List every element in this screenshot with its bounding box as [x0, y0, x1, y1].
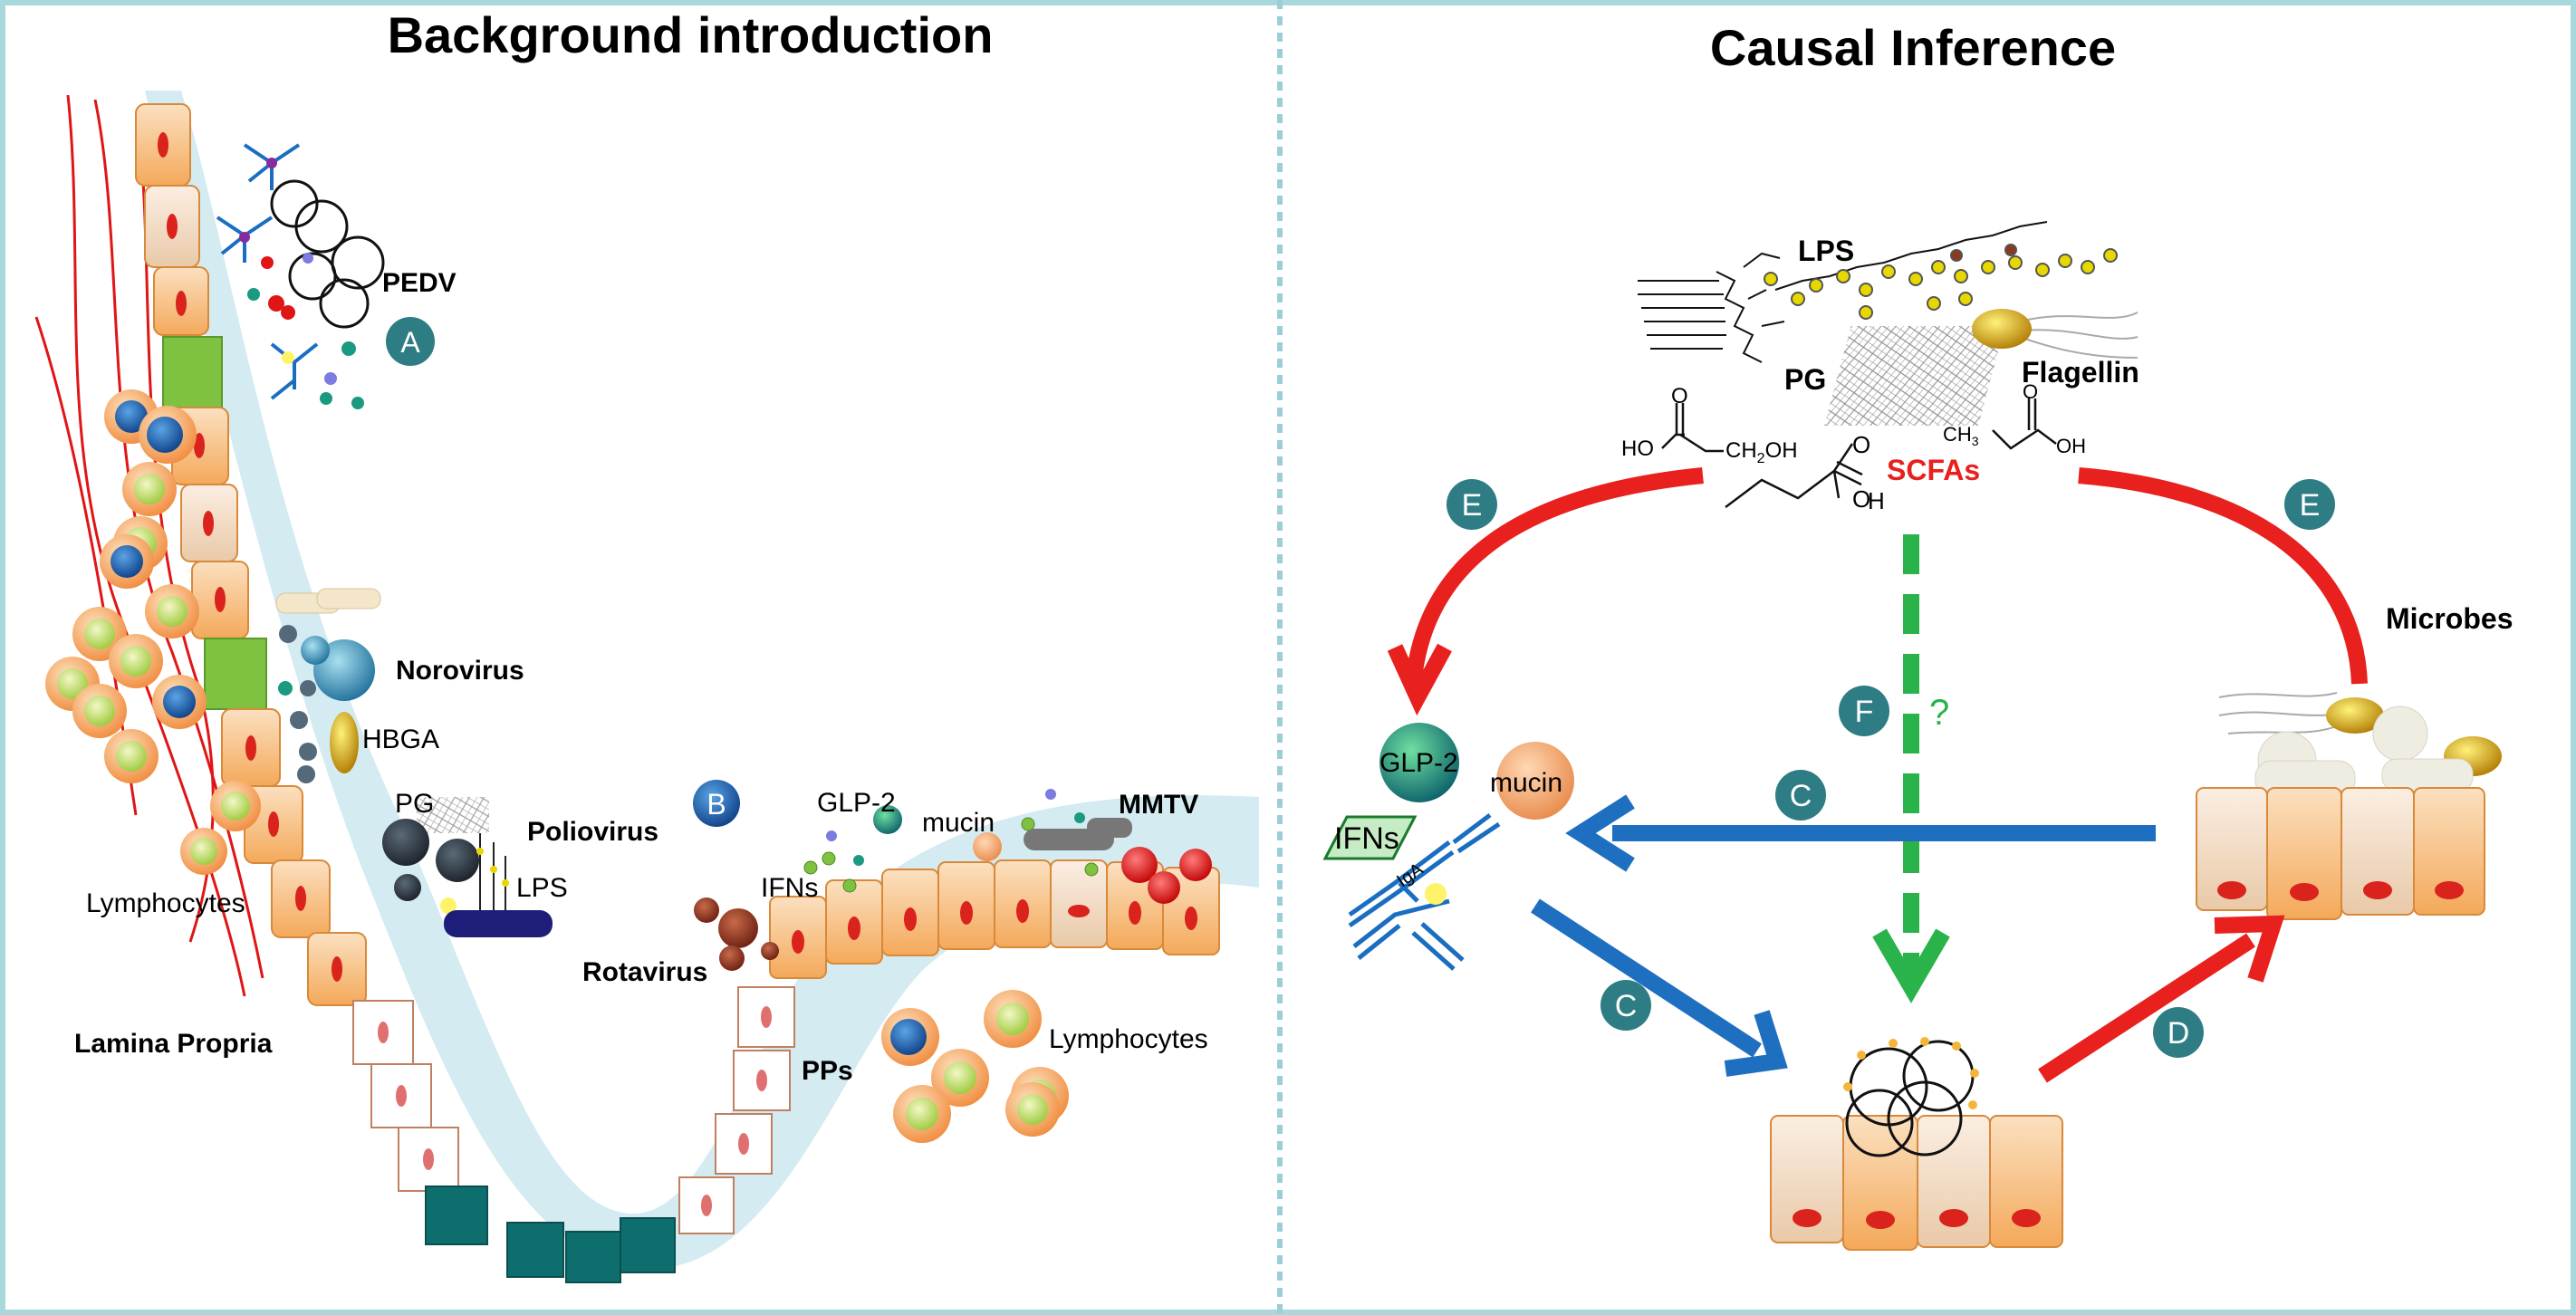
- glp2-ball: [1379, 723, 1459, 802]
- label-scfas: SCFAs: [1887, 454, 1980, 486]
- label-o-butyric-2: O: [1852, 485, 1870, 513]
- epithelium-right-nuclei: [792, 899, 1197, 954]
- label-lps-right: LPS: [1798, 235, 1854, 267]
- label-o-top: O: [1671, 384, 1688, 408]
- lymphocytes-right-cluster: [881, 990, 1069, 1143]
- label-pg-left: PG: [395, 789, 434, 819]
- label-pps: PPs: [802, 1056, 853, 1086]
- marker-c-bottom: [1600, 980, 1651, 1031]
- label-flagellin: Flagellin: [2022, 356, 2139, 389]
- glycolic-acid-structure: [1661, 403, 1724, 453]
- label-lymphocytes-left: Lymphocytes: [86, 888, 245, 918]
- microbes-epithelium: [2196, 787, 2485, 920]
- label-ifns-left: IFNs: [761, 873, 818, 903]
- norovirus-group: [275, 588, 381, 783]
- infected-epithelium: [1770, 1115, 2063, 1251]
- marker-f-label: F: [1855, 695, 1874, 729]
- label-glp2-right: GLP-2: [1379, 748, 1458, 778]
- arrow-d: [2038, 933, 2255, 1083]
- marker-b: [693, 780, 740, 827]
- arrow-c-top-head: [1565, 794, 1635, 872]
- marker-a-label: A: [400, 326, 420, 359]
- rotavirus-group: [694, 897, 779, 971]
- label-poliovirus: Poliovirus: [527, 817, 658, 847]
- butyric-acid-structure: [1725, 443, 1863, 508]
- microbes-cluster: [2218, 692, 2502, 798]
- label-glp2-left: GLP-2: [817, 788, 896, 818]
- iga-joint: [1425, 883, 1447, 905]
- mucin-ball: [1496, 742, 1574, 820]
- ch2oh-tail: OH: [1765, 438, 1798, 463]
- label-microbes: Microbes: [2386, 602, 2513, 635]
- arrow-e-left-head: [1387, 643, 1452, 716]
- left-panel-title: Background introduction: [388, 6, 994, 63]
- marker-f: [1839, 686, 1889, 736]
- label-oh: OH: [2056, 435, 2086, 457]
- label-lamina-propria: Lamina Propria: [74, 1029, 273, 1059]
- infected-epithelium-nuclei: [1793, 1209, 2041, 1229]
- label-o-propionic: O: [2023, 380, 2038, 403]
- mucus-layer: [145, 91, 1259, 1270]
- ifns-box: [1322, 815, 1418, 860]
- marker-c-top: [1775, 770, 1826, 821]
- label-lymphocytes-right: Lymphocytes: [1049, 1024, 1208, 1054]
- arrow-f-head: [1872, 928, 1950, 1003]
- marker-e-right: [2284, 479, 2335, 530]
- epithelium-left-nuclei: [158, 132, 772, 1216]
- label-pg-right: PG: [1784, 363, 1826, 396]
- label-mucin-left: mucin: [922, 808, 995, 838]
- label-lps-left: LPS: [516, 873, 568, 903]
- arrow-c-bottom: [1531, 898, 1762, 1058]
- ch3-sub: 3: [1972, 434, 1979, 448]
- marker-c-bottom-label: C: [1615, 989, 1638, 1023]
- ch2oh-ch: CH: [1725, 438, 1757, 463]
- label-norovirus: Norovirus: [396, 656, 524, 686]
- iga-antibody: [1348, 813, 1501, 971]
- virus-spikes: [1843, 1037, 1979, 1109]
- label-ch2oh: CH2OH: [1725, 438, 1798, 466]
- marker-e-left-label: E: [1462, 488, 1483, 523]
- marker-d-label: D: [2167, 1016, 2190, 1051]
- label-pedv: PEDV: [382, 268, 457, 298]
- microbes-epithelium-nuclei: [2217, 881, 2464, 901]
- propionic-acid-structure: [1992, 398, 2057, 450]
- marker-b-label: B: [706, 788, 726, 821]
- poliovirus-group: [382, 797, 553, 937]
- arrow-e-left: [1405, 467, 1704, 689]
- label-mucin-right: mucin: [1490, 768, 1562, 798]
- marker-e-right-label: E: [2300, 488, 2321, 523]
- right-panel: Causal Inference LPS PG Flagellin: [1322, 19, 2513, 1251]
- ch2oh-sub: 2: [1757, 451, 1765, 466]
- left-panel: Background introduction: [34, 6, 1259, 1283]
- pg-mesh: [1824, 326, 2005, 426]
- label-hbga: HBGA: [362, 725, 439, 754]
- arrow-d-head: [2214, 915, 2285, 983]
- label-rotavirus: Rotavirus: [582, 957, 707, 987]
- label-ifns-right: IFNs: [1334, 821, 1399, 856]
- glp2-mucin-group: [803, 789, 1132, 893]
- marker-a: [386, 317, 435, 366]
- marker-c-top-label: C: [1790, 779, 1812, 813]
- right-panel-title: Causal Inference: [1710, 19, 2116, 76]
- mmtv-particles: [1121, 847, 1212, 904]
- marker-e-left: [1447, 479, 1497, 530]
- label-ho: HO: [1621, 437, 1654, 461]
- lps-molecule: [1638, 221, 2048, 363]
- lymphocytes-left-cluster: [45, 389, 261, 875]
- flagellin-bacterium: [1972, 309, 2139, 359]
- arrow-c-bottom-head: [1724, 1010, 1788, 1077]
- label-ch3: CH3: [1943, 423, 1979, 448]
- ch3-ch: CH: [1943, 423, 1972, 446]
- pedv-virus-group: [216, 143, 385, 409]
- marker-d: [2153, 1007, 2204, 1058]
- label-o-butyric: O: [1852, 431, 1870, 458]
- label-mmtv: MMTV: [1119, 790, 1198, 820]
- arrow-e-right: [2078, 467, 2368, 685]
- lps-chain-beads: [1764, 244, 2118, 320]
- label-h: H: [1868, 487, 1885, 514]
- label-question: ?: [1929, 693, 1949, 733]
